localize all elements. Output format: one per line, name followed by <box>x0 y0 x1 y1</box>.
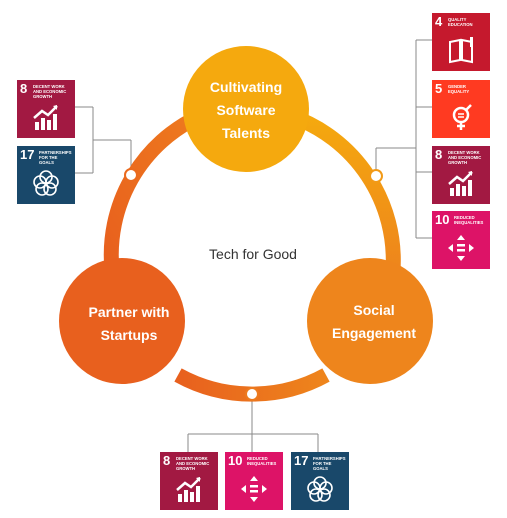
node-left-line-1: Partner with <box>89 304 170 320</box>
sdg-tile-10: 10 Reduced Inequalities <box>432 211 490 269</box>
node-right-line-2: Engagement <box>332 325 416 341</box>
sdg-title: Reduced Inequalities <box>247 456 277 466</box>
sdg-tile-17: 17 Partnerships for the Goals <box>17 146 75 204</box>
node-left-line-2: Startups <box>101 327 158 343</box>
left-sdg-connectors <box>75 106 132 175</box>
node-top-line-3: Talents <box>222 125 270 141</box>
sdg-title: Quality Education <box>448 17 473 27</box>
connector-dot-bottom <box>245 387 259 401</box>
connector-dot-right <box>369 169 383 183</box>
sdg-number: 8 <box>20 81 28 96</box>
node-top-line-2: Software <box>216 102 275 118</box>
sdg-number: 10 <box>435 212 450 227</box>
sdg-number: 17 <box>294 453 309 468</box>
sdg-number: 17 <box>20 147 35 162</box>
sdg-title: Partnerships for the Goals <box>39 150 72 165</box>
bottom-sdg-connectors <box>187 394 319 452</box>
arc-left <box>103 109 204 271</box>
center-label: Tech for Good <box>209 246 297 262</box>
sdg-tile-8: 8 Decent Work and Economic Growth <box>432 146 490 204</box>
sdg-tile-8: 8 Decent Work and Economic Growth <box>17 80 75 138</box>
sdg-title: Partnerships for the Goals <box>313 456 346 471</box>
sdg-tile-5: 5 Gender Equality <box>432 80 490 138</box>
sdg-number: 4 <box>435 14 443 29</box>
sdg-tile-4: 4 Quality Education <box>432 13 490 71</box>
sdg-tile-10: 10 Reduced Inequalities <box>225 452 283 510</box>
sdg-title: Gender Equality <box>448 84 470 94</box>
sdg-number: 5 <box>435 81 443 96</box>
arc-right <box>288 108 401 271</box>
sdg-number: 8 <box>163 453 171 468</box>
node-top-line-1: Cultivating <box>210 79 282 95</box>
sdg-title: Decent Work and Economic Growth <box>448 150 482 165</box>
sdg-title: Reduced Inequalities <box>454 215 484 225</box>
sdg-number: 8 <box>435 147 443 162</box>
sdg-tile-8: 8 Decent Work and Economic Growth <box>160 452 218 510</box>
node-right-line-1: Social <box>353 302 394 318</box>
right-sdg-connectors <box>375 39 432 239</box>
sdg-title: Decent Work and Economic Growth <box>176 456 210 471</box>
sdg-number: 10 <box>228 453 243 468</box>
sdg-title: Decent Work and Economic Growth <box>33 84 67 99</box>
sdg-tile-17: 17 Partnerships for the Goals <box>291 452 349 510</box>
connector-dot-left <box>124 168 138 182</box>
